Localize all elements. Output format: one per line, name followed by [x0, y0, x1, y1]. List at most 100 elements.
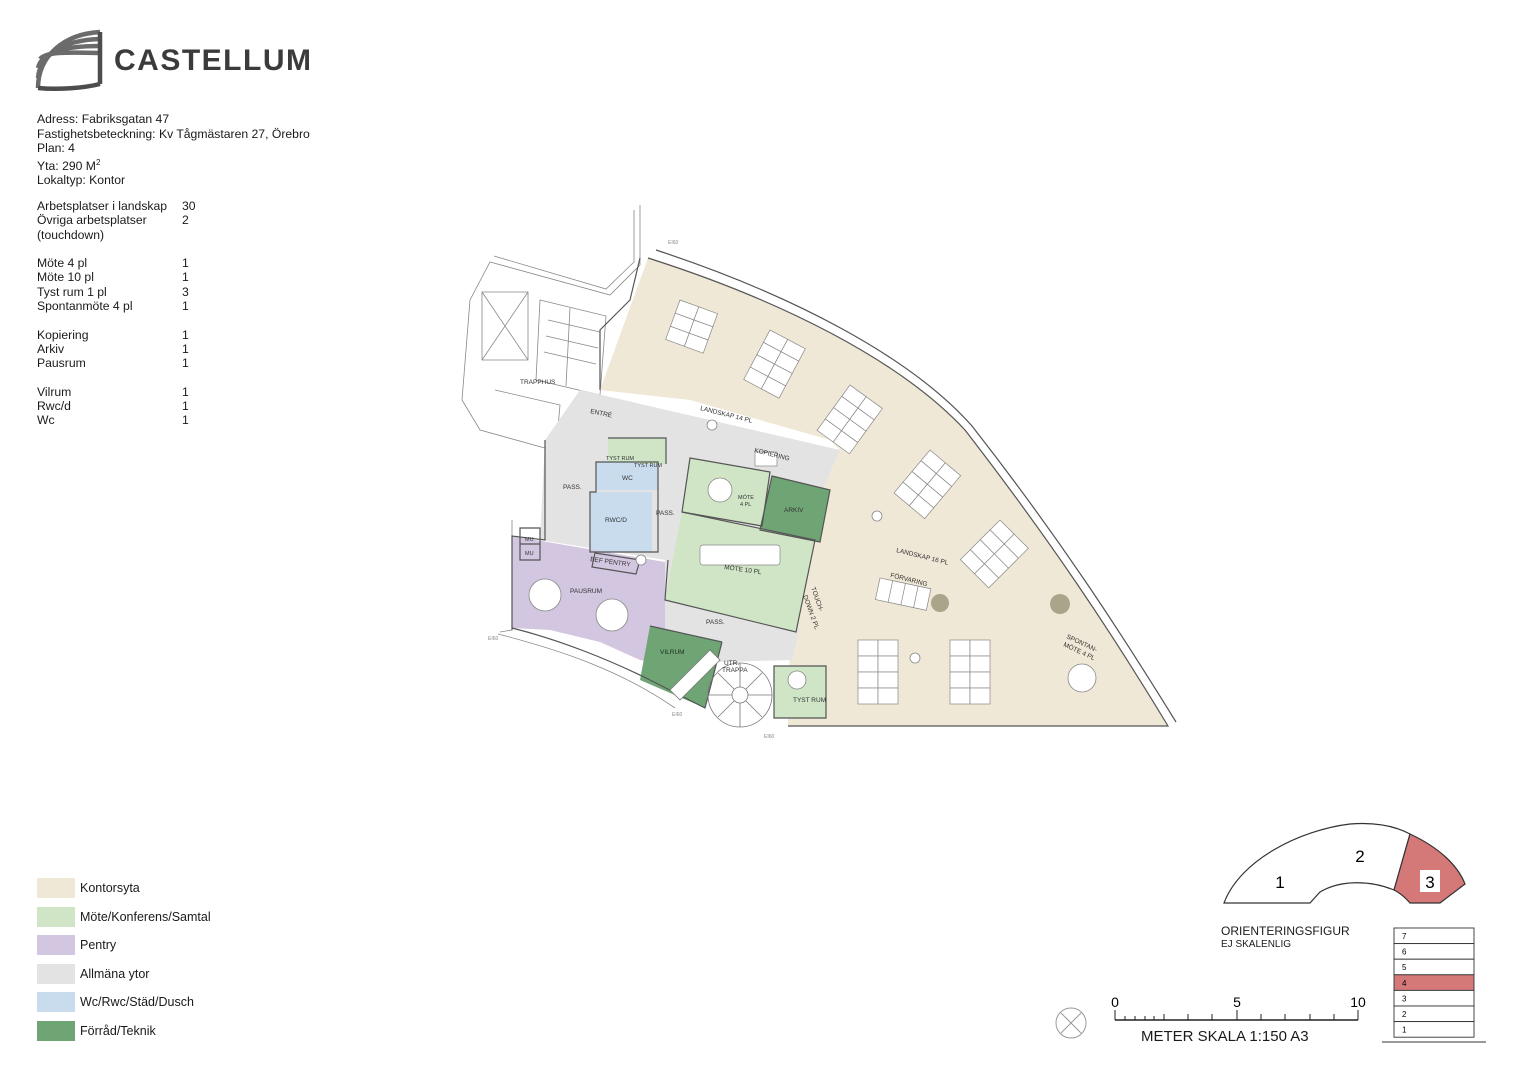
- spiral-stair: [669, 649, 773, 728]
- north-compass-icon: [1055, 1007, 1087, 1039]
- scale-label-10: 10: [1350, 994, 1366, 1010]
- legend-item: Allmäna ytor: [37, 963, 150, 984]
- floor-label-6: 6: [1402, 948, 1407, 957]
- legend-item: Förråd/Teknik: [37, 1020, 156, 1041]
- castellum-arc-logo-icon: [35, 29, 103, 92]
- label-pass-3: PASS.: [706, 619, 725, 626]
- count-row: Arbetsplatser i landskap 30: [37, 199, 237, 213]
- legend-swatch: [37, 935, 75, 955]
- zone-archive: [760, 476, 830, 542]
- label-arkiv: ARKIV: [784, 507, 804, 514]
- orientation-label-1: 1: [1275, 873, 1284, 892]
- orientation-figure: 1 2 3: [1223, 822, 1466, 904]
- label-tyst-rum-3: TYST RUM: [793, 697, 826, 704]
- legend-label: Allmäna ytor: [80, 966, 150, 981]
- count-value: 30: [182, 199, 196, 213]
- count-label: Kopiering: [37, 327, 89, 342]
- zones: [512, 258, 1168, 726]
- orientation-highlight-box: [1420, 870, 1440, 892]
- count-value: 1: [182, 413, 189, 428]
- label-trapphus: TRAPPHUS: [520, 379, 556, 386]
- count-label: Pausrum: [37, 356, 86, 371]
- legend-item: Pentry: [37, 935, 116, 955]
- count-label: Rwc/d: [37, 399, 71, 414]
- label-mu-1: MU: [525, 537, 534, 543]
- count-row: Kopiering 1: [37, 328, 237, 342]
- group-spacer: [37, 313, 237, 327]
- orientation-section-3: [1393, 833, 1466, 904]
- count-label: Vilrum: [37, 384, 72, 399]
- count-row: Vilrum 1: [37, 385, 237, 399]
- legend-swatch: [37, 906, 75, 927]
- legend-swatch: [37, 963, 75, 984]
- brand-logo: CASTELLUM: [34, 26, 334, 96]
- label-ei60-4: EI60: [764, 734, 775, 740]
- scale-ticks: [1114, 1010, 1359, 1020]
- area: Yta: 290 M2: [37, 156, 310, 174]
- floor-plan: TRAPPHUS ENTRÉ LANDSKAP 14 PL KOPIERING …: [461, 205, 1177, 740]
- count-value: 1: [182, 356, 189, 371]
- label-wc: WC: [622, 475, 633, 482]
- legend-label: Wc/Rwc/Städ/Dusch: [80, 995, 194, 1009]
- label-ei60-1: EI60: [668, 240, 679, 246]
- count-value: 1: [182, 384, 189, 399]
- zone-quiet-3: [774, 666, 826, 718]
- orientation-title: ORIENTERINGSFIGUR: [1221, 924, 1350, 938]
- count-label: Wc: [37, 413, 55, 428]
- count-row: Wc 1: [37, 413, 237, 427]
- floor-label-5: 5: [1402, 963, 1407, 972]
- count-value: 1: [182, 341, 189, 356]
- count-row: (touchdown): [37, 228, 237, 242]
- legend-item: Wc/Rwc/Städ/Dusch: [37, 992, 194, 1012]
- count-value: 2: [182, 213, 189, 228]
- label-pausrum: PAUSRUM: [570, 588, 602, 595]
- legend-swatch: [37, 992, 75, 1012]
- label-tyst-rum-1: TYST RUM: [606, 456, 634, 462]
- label-mote-4: MÖTE: [738, 494, 754, 501]
- label-utr-trappa-2: TRAPPA: [722, 667, 748, 674]
- label-mu-2: MU: [525, 551, 534, 557]
- walls: [511, 249, 1177, 727]
- group-spacer: [37, 242, 237, 256]
- orientation-label-2: 2: [1355, 847, 1364, 866]
- round-tables: [528, 419, 1097, 693]
- orientation-label-3: 3: [1425, 873, 1434, 892]
- floor-label-3: 3: [1402, 994, 1407, 1003]
- desk-clusters: [665, 299, 1029, 705]
- label-rwcd: RWC/D: [605, 517, 627, 524]
- count-label: Möte 10 pl: [37, 270, 94, 285]
- count-row: Möte 10 pl 1: [37, 270, 237, 284]
- count-row: Arkiv 1: [37, 342, 237, 356]
- area-unit-exponent: 2: [95, 157, 101, 167]
- floor-plan-number: Plan: 4: [37, 141, 75, 156]
- legend-swatch: [37, 878, 75, 898]
- count-label: Arkiv: [37, 341, 65, 356]
- plants: [931, 594, 1070, 614]
- orientation-subtitle: EJ SKALENLIG: [1221, 939, 1292, 950]
- label-vilrum: VILRUM: [660, 649, 685, 656]
- count-label: Spontanmöte 4 pl: [37, 299, 133, 314]
- floor-row-1: [1393, 1021, 1475, 1038]
- brand-name: CASTELLUM: [114, 44, 313, 77]
- count-label: Tyst rum 1 pl: [37, 284, 107, 299]
- scale-bar: 0 5 10: [1111, 994, 1366, 1021]
- count-value: 1: [182, 327, 189, 342]
- label-ei60-3: EI60: [672, 712, 683, 718]
- count-label: Arbetsplatser i landskap: [37, 199, 168, 213]
- zone-office-upper: [600, 258, 1168, 726]
- label-ei60-2: EI60: [488, 636, 499, 642]
- count-row: Pausrum 1: [37, 356, 237, 370]
- legend-item: Kontorsyta: [37, 878, 140, 898]
- legend-label: Möte/Konferens/Samtal: [80, 909, 211, 924]
- label-pass-2: PASS.: [656, 510, 675, 517]
- count-value: 3: [182, 284, 189, 299]
- label-pass-1: PASS.: [563, 484, 582, 491]
- count-label: Övriga arbetsplatser: [37, 213, 147, 228]
- legend-label: Kontorsyta: [80, 881, 140, 895]
- count-row: Tyst rum 1 pl 3: [37, 285, 237, 299]
- area-value: Yta: 290 M: [37, 158, 96, 173]
- count-value: 1: [182, 270, 189, 285]
